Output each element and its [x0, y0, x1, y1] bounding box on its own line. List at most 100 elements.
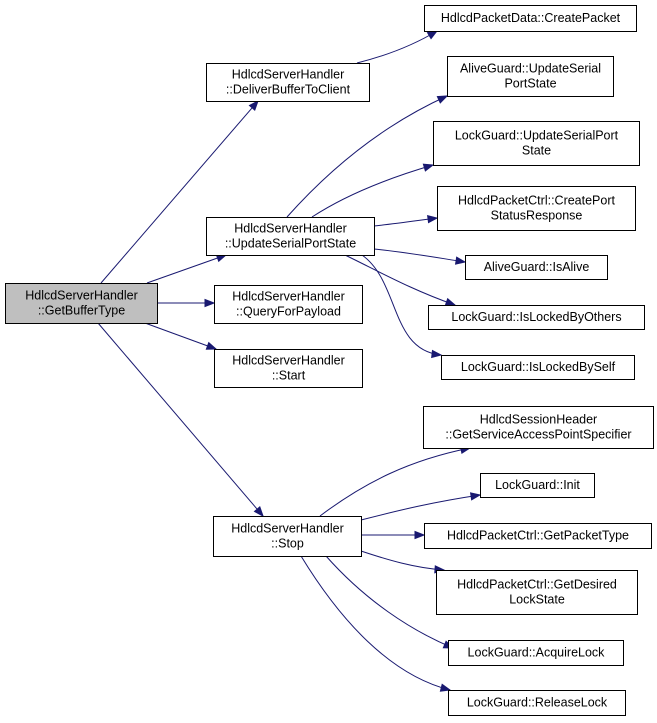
node-label-line: LockGuard::IsLockedBySelf — [461, 360, 616, 374]
edge-stop-to-desired — [360, 550, 446, 574]
node-release[interactable]: LockGuard::ReleaseLock — [448, 690, 626, 716]
node-label-line: AliveGuard::IsAlive — [484, 260, 590, 274]
arrow-head-icon — [205, 341, 218, 350]
node-label-line: LockGuard::AcquireLock — [468, 646, 606, 660]
edge-line — [325, 555, 454, 649]
node-label-line: LockGuard::Init — [495, 478, 580, 492]
arrow-head-icon — [469, 492, 482, 501]
node-cpsr[interactable]: HdlcdPacketCtrl::CreatePortStatusRespons… — [437, 186, 636, 231]
node-box — [424, 5, 637, 32]
edge-line — [360, 550, 445, 571]
edge-stop-to-init — [360, 492, 482, 521]
edge-line — [146, 254, 227, 284]
node-init[interactable]: LockGuard::Init — [480, 473, 595, 498]
node-deliver[interactable]: HdlcdServerHandler::DeliverBufferToClien… — [206, 63, 370, 102]
node-label-line: HdlcdPacketCtrl::GetDesired — [457, 578, 617, 592]
node-label-line: ::DeliverBufferToClient — [226, 83, 351, 97]
arrow-head-icon — [204, 298, 216, 308]
edge-line — [286, 95, 448, 218]
edge-root-to-start — [144, 322, 218, 350]
arrow-head-icon — [431, 349, 443, 359]
arrow-head-icon — [426, 30, 439, 40]
edge-update-to-lock_usps — [311, 163, 435, 218]
node-lockedself[interactable]: LockGuard::IsLockedBySelf — [441, 355, 635, 380]
node-label-line: HdlcdPacketCtrl::GetPacketType — [447, 529, 629, 543]
node-isalive[interactable]: AliveGuard::IsAlive — [465, 255, 608, 280]
arrow-head-icon — [444, 297, 457, 306]
node-box — [214, 285, 363, 324]
edge-line — [373, 248, 466, 263]
node-box — [423, 406, 654, 449]
node-box — [448, 640, 624, 666]
edge-update-to-cpsr — [373, 215, 439, 227]
node-label-line: StatusResponse — [491, 209, 583, 223]
node-box — [206, 63, 370, 102]
node-label-line: ::GetBufferType — [38, 304, 125, 318]
arrow-head-icon — [439, 683, 452, 692]
node-box — [214, 349, 363, 388]
node-label-line: ::UpdateSerialPortState — [225, 237, 356, 251]
edge-stop-to-release — [300, 555, 452, 692]
node-box — [436, 570, 638, 615]
node-label-line: HdlcdServerHandler — [25, 289, 138, 303]
edge-line — [97, 322, 264, 517]
node-lockedothers[interactable]: LockGuard::IsLockedByOthers — [428, 305, 645, 330]
edge-root-to-query — [157, 298, 216, 308]
node-query[interactable]: HdlcdServerHandler::QueryForPayload — [214, 285, 363, 324]
node-box — [465, 255, 608, 280]
edge-stop-to-gsap — [319, 445, 472, 517]
edge-line — [344, 254, 456, 306]
node-label-line: State — [522, 144, 551, 158]
edge-line — [144, 322, 217, 350]
node-label-line: HdlcdServerHandler — [232, 68, 345, 82]
node-label-line: LockGuard::ReleaseLock — [467, 696, 608, 710]
node-root[interactable]: HdlcdServerHandler::GetBufferType — [5, 283, 158, 324]
edge-deliver-to-createpacket — [356, 30, 439, 64]
edge-root-to-stop — [97, 322, 264, 518]
node-box — [447, 56, 614, 97]
node-label-line: ::Stop — [271, 537, 304, 551]
edge-line — [100, 100, 259, 284]
edge-line — [319, 447, 471, 517]
node-alive_usps[interactable]: AliveGuard::UpdateSerialPortState — [447, 56, 614, 97]
node-label-line: HdlcdServerHandler — [232, 290, 345, 304]
node-label-line: HdlcdSessionHeader — [480, 413, 597, 427]
node-box — [5, 283, 158, 324]
arrow-head-icon — [427, 215, 439, 224]
arrow-head-icon — [414, 530, 426, 540]
node-label-line: HdlcdPacketCtrl::CreatePort — [458, 194, 616, 208]
node-label-line: AliveGuard::UpdateSerial — [460, 62, 601, 76]
node-label-line: LockGuard::UpdateSerialPort — [455, 129, 619, 143]
arrow-head-icon — [253, 506, 264, 518]
edge-line — [373, 217, 438, 227]
edge-line — [360, 494, 481, 521]
edge-line — [300, 555, 451, 691]
edge-stop-to-acquire — [325, 555, 455, 649]
node-label-line: ::GetServiceAccessPointSpecifier — [445, 428, 631, 442]
edge-stop-to-getpackettype — [361, 530, 426, 540]
edge-line — [361, 254, 442, 356]
node-label-line: LockState — [509, 593, 565, 607]
node-box — [441, 355, 635, 380]
node-label-line: LockGuard::IsLockedByOthers — [451, 310, 621, 324]
node-label-line: HdlcdServerHandler — [234, 222, 347, 236]
node-box — [213, 516, 362, 557]
node-box — [424, 523, 652, 549]
node-stop[interactable]: HdlcdServerHandler::Stop — [213, 516, 362, 557]
node-update[interactable]: HdlcdServerHandler::UpdateSerialPortStat… — [206, 217, 375, 256]
arrow-head-icon — [248, 99, 259, 111]
node-createpacket[interactable]: HdlcdPacketData::CreatePacket — [424, 5, 637, 32]
edge-line — [311, 164, 434, 218]
edge-root-to-deliver — [100, 99, 259, 284]
node-acquire[interactable]: LockGuard::AcquireLock — [448, 640, 624, 666]
arrow-head-icon — [422, 163, 435, 172]
node-getpackettype[interactable]: HdlcdPacketCtrl::GetPacketType — [424, 523, 652, 549]
edge-update-to-isalive — [373, 248, 467, 265]
node-start[interactable]: HdlcdServerHandler::Start — [214, 349, 363, 388]
node-box — [480, 473, 595, 498]
node-lock_usps[interactable]: LockGuard::UpdateSerialPortState — [433, 121, 640, 166]
node-gsap[interactable]: HdlcdSessionHeader::GetServiceAccessPoin… — [423, 406, 654, 449]
node-label-line: HdlcdPacketData::CreatePacket — [441, 11, 621, 25]
